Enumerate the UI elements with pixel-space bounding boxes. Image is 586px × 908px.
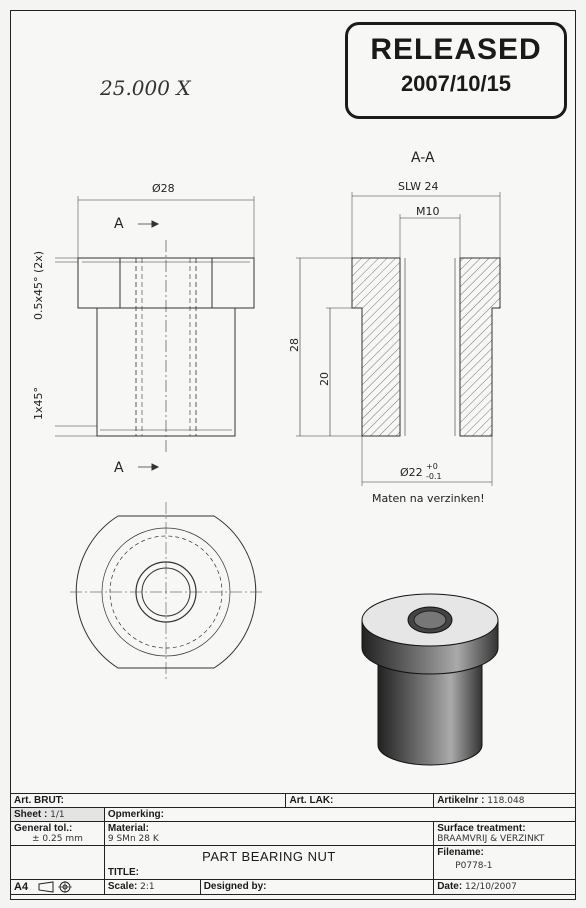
date-label: Date: — [437, 881, 463, 892]
artikelnr-cell: Artikelnr : 118.048 — [433, 793, 576, 808]
released-stamp: RELEASED 2007/10/15 — [345, 22, 567, 119]
projection-symbol-icon — [38, 881, 72, 894]
date-value: 12/10/2007 — [464, 882, 517, 892]
material-label: Material: — [107, 823, 149, 834]
designed-label: Designed by: — [199, 878, 435, 896]
drawing-note: Maten na verzinken! — [372, 492, 485, 505]
format-value: A4 — [14, 881, 29, 893]
scale-value: 2:1 — [140, 882, 155, 892]
empty-cell — [10, 845, 105, 880]
stamp-date: 2007/10/15 — [400, 71, 512, 96]
stamp-status: RELEASED — [370, 33, 542, 66]
title-value: PART BEARING NUT — [202, 849, 336, 864]
dim-tolerance-upper: +0 — [426, 462, 438, 471]
art-brut-label: Art. BRUT: — [9, 793, 287, 808]
dim-diameter-28: Ø28 — [152, 182, 175, 195]
section-view — [296, 192, 501, 486]
title-block: Art. BRUT: Art. LAK: Artikelnr : 118.048… — [9, 793, 577, 896]
scale-cell: Scale: 2:1 — [103, 878, 201, 896]
scale-label: Scale: — [107, 881, 138, 892]
dim-slw-24: SLW 24 — [398, 180, 439, 193]
sheet-cell: Sheet : 1/1 — [10, 807, 105, 822]
general-tol-label: General tol.: — [14, 823, 73, 834]
material-cell: Material:9 SMn 28 K — [103, 821, 435, 846]
artikelnr-label: Artikelnr : — [437, 795, 485, 806]
filename-cell: Filename: P0778-1 — [433, 845, 576, 880]
dim-height-20: 20 — [318, 372, 331, 386]
general-tol-cell: General tol.:± 0.25 mm — [10, 821, 105, 846]
section-marker-top: A — [114, 216, 124, 232]
dim-thread-m10: M10 — [416, 205, 440, 218]
dim-chamfer-top: 0.5x45° (2x) — [32, 250, 45, 320]
title-label: TITLE: — [107, 867, 139, 878]
dim-diameter-22: Ø22 — [400, 466, 423, 479]
filename-label: Filename: — [437, 847, 484, 858]
surface-label: Surface treatment: — [437, 823, 526, 834]
top-view — [70, 502, 262, 682]
isometric-view — [361, 593, 499, 766]
date-cell: Date: 12/10/2007 — [433, 878, 576, 896]
art-lak-label: Art. LAK: — [285, 793, 435, 808]
section-right-wall — [459, 257, 501, 437]
filename-value: P0778-1 — [455, 861, 493, 871]
top-outline — [75, 515, 257, 669]
surface-cell: Surface treatment:BRAAMVRIJ & VERZINKT — [433, 821, 576, 846]
opmerking-label: Opmerking: — [103, 807, 577, 822]
section-marker-bottom: A — [114, 460, 124, 476]
section-title: A-A — [411, 150, 435, 166]
handwritten-quantity: 25.000 X — [100, 76, 191, 100]
surface-value: BRAAMVRIJ & VERZINKT — [437, 834, 545, 844]
sheet-value: 1/1 — [50, 810, 65, 820]
section-left-wall — [351, 257, 401, 437]
artikelnr-value: 118.048 — [487, 796, 525, 806]
dim-height-28: 28 — [288, 338, 301, 352]
material-value: 9 SMn 28 K — [107, 834, 159, 844]
general-tol-value: ± 0.25 mm — [32, 834, 83, 844]
dim-tolerance-lower: -0.1 — [426, 472, 442, 481]
sheet-label: Sheet : — [14, 809, 48, 820]
front-view — [55, 196, 255, 471]
title-cell: PART BEARING NUT TITLE: — [103, 845, 435, 880]
format-cell: A4 — [10, 878, 105, 896]
drawing-sheet — [10, 10, 576, 900]
dim-chamfer-bottom: 1x45° — [32, 386, 45, 420]
